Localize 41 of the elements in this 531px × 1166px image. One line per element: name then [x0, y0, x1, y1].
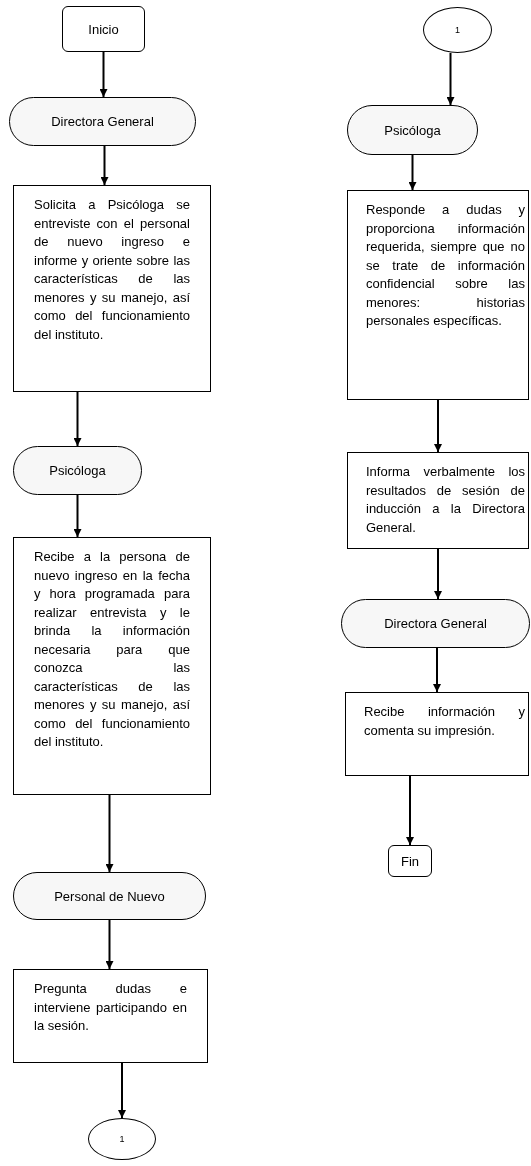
- node-text: Directora General: [51, 114, 154, 129]
- arrow: [73, 391, 82, 447]
- actor-pill: [9, 97, 196, 146]
- node-text: Directora General: [384, 616, 487, 631]
- node-text: Recibe a la persona de nuevo ingreso en la fecha y hora programada para realizar entrevista y le brinda la información necesaria para que conozca las características de las menores y su manejo, así como del funcionamiento del instituto.: [34, 548, 190, 751]
- actor-pill: [341, 599, 530, 648]
- node-text: Solicita a Psicóloga se entreviste con el personal de nuevo ingreso e informe y oriente sobre las características de las menores y su manejo, así como del funcionamiento del instituto.: [34, 196, 190, 344]
- process-box: [13, 969, 208, 1063]
- actor-pill: [13, 872, 206, 920]
- actor-pill: [347, 105, 478, 155]
- terminal-shape: [62, 6, 145, 52]
- arrow: [105, 919, 114, 970]
- process-box: [345, 692, 529, 776]
- actor-pill: [13, 446, 142, 495]
- node-text: 1: [119, 1134, 125, 1144]
- arrow: [434, 399, 442, 453]
- node-text: Psicóloga: [49, 463, 106, 478]
- node-text: Informa verbalmente los resultados de sesión de inducción a la Directora General.: [366, 463, 525, 537]
- arrow: [100, 145, 109, 186]
- arrow: [434, 548, 442, 600]
- arrow: [446, 52, 455, 106]
- node-text: Pregunta dudas e interviene participando en la sesión.: [34, 980, 187, 1035]
- node-text: Responde a dudas y proporciona información requerida, siempre que no se trate de información confidencial sobre las menores: historias personales específicas.: [366, 201, 525, 330]
- arrow: [105, 794, 114, 873]
- arrow: [408, 154, 417, 191]
- process-box: [347, 452, 529, 549]
- node-text: Inicio: [88, 21, 119, 37]
- process-box: [13, 537, 211, 795]
- arrow: [118, 1062, 126, 1119]
- node-text: Psicóloga: [384, 122, 441, 138]
- node-text: Fin: [400, 853, 420, 869]
- arrow: [99, 51, 108, 98]
- node-text: 1: [455, 25, 460, 35]
- process-box: [13, 185, 211, 392]
- node-text: Recibe información y comenta su impresión.: [364, 703, 525, 740]
- arrow: [433, 647, 441, 693]
- terminal-shape: [388, 845, 432, 877]
- arrow: [73, 494, 82, 538]
- node-text: Personal de Nuevo: [54, 888, 165, 904]
- process-box: [347, 190, 529, 400]
- arrow: [406, 775, 414, 846]
